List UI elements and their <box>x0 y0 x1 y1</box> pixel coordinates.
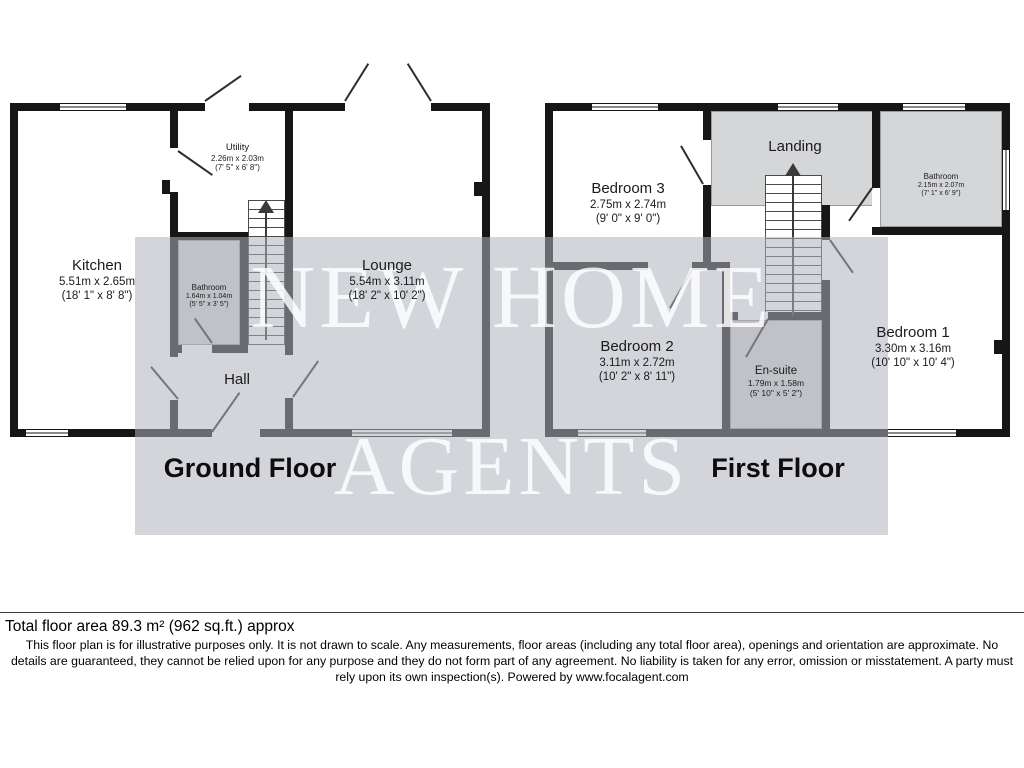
room-label-kitchen: Kitchen 5.51m x 2.65m (18' 1" x 8' 8") <box>27 257 167 303</box>
room-label-first-bathroom: Bathroom 2.15m x 2.07m (7' 1" x 6' 9") <box>889 172 993 199</box>
room-dim-imperial: (7' 1" x 6' 9") <box>921 190 961 198</box>
room-dim-metric: 1.64m x 1.04m <box>185 292 233 300</box>
total-floor-area: Total floor area 89.3 m² (962 sq.ft.) ap… <box>5 618 295 635</box>
room-dim-metric: 5.54m x 3.11m <box>349 276 425 289</box>
room-dim-imperial: (5' 5" x 3' 5") <box>189 301 229 309</box>
room-dim-imperial: (18' 2" x 10' 2") <box>348 290 426 303</box>
door-opening <box>703 140 711 185</box>
french-door-leaf <box>406 63 432 102</box>
room-label-utility: Utility 2.26m x 2.03m (7' 5" x 6' 8") <box>195 142 280 173</box>
room-dim-imperial: (10' 2" x 8' 11") <box>598 371 676 384</box>
wall <box>545 103 1010 111</box>
door-opening <box>170 148 178 192</box>
wall <box>1002 111 1010 429</box>
window <box>592 103 658 111</box>
room-dim-metric: 2.15m x 2.07m <box>917 181 965 189</box>
disclaimer-text: This floor plan is for illustrative purp… <box>10 638 1014 685</box>
room-name: Lounge <box>361 257 413 274</box>
first-bathroom-floor <box>880 111 1002 227</box>
room-dim-metric: 1.79m x 1.58m <box>747 378 805 389</box>
room-name: En-suite <box>754 365 798 377</box>
window <box>778 103 838 111</box>
room-dim-imperial: (5' 10" x 5' 2") <box>749 388 803 399</box>
fixture-tick <box>474 182 482 196</box>
ground-floor-title: Ground Floor <box>163 453 337 483</box>
door-leaf <box>204 74 242 102</box>
window <box>60 103 126 111</box>
room-label-lounge: Lounge 5.54m x 3.11m (18' 2" x 10' 2") <box>317 257 457 303</box>
room-dim-imperial: (9' 0" x 9' 0") <box>595 213 661 226</box>
ground-stairs-up-arrow-icon <box>258 200 274 213</box>
room-name: Landing <box>768 138 822 155</box>
room-name: Bedroom 1 <box>876 324 950 341</box>
room-dim-metric: 3.30m x 3.16m <box>874 343 952 356</box>
door-leaf <box>680 145 704 185</box>
window <box>888 429 956 437</box>
room-dim-imperial: (18' 1" x 8' 8") <box>61 290 133 303</box>
room-label-hall: Hall <box>197 371 277 389</box>
room-name: Bathroom <box>191 283 227 292</box>
room-name: Bedroom 3 <box>591 180 665 197</box>
room-name: Bedroom 2 <box>600 338 674 355</box>
room-name: Kitchen <box>71 257 123 274</box>
fixture-tick <box>994 340 1002 354</box>
room-name: Bathroom <box>923 172 959 181</box>
wall <box>170 232 248 240</box>
wall <box>10 103 490 111</box>
room-dim-metric: 3.11m x 2.72m <box>599 357 675 370</box>
footer-divider <box>0 612 1024 613</box>
wall <box>872 227 1010 235</box>
wall <box>872 111 880 235</box>
first-stairs-up-arrow-icon <box>785 163 801 176</box>
room-label-landing: Landing <box>733 138 857 156</box>
room-label-bedroom3: Bedroom 3 2.75m x 2.74m (9' 0" x 9' 0") <box>558 180 698 226</box>
watermark-line1: NEW HOME <box>250 248 773 347</box>
fixture-tick <box>162 180 170 194</box>
room-dim-imperial: (10' 10" x 10' 4") <box>871 357 955 370</box>
window <box>1002 150 1010 210</box>
room-name: Utility <box>225 142 250 153</box>
window <box>26 429 68 437</box>
room-dim-metric: 2.75m x 2.74m <box>589 199 667 212</box>
french-door-opening <box>345 103 431 111</box>
room-dim-imperial: (7' 5" x 6' 8") <box>215 163 260 173</box>
room-label-bedroom1: Bedroom 1 3.30m x 3.16m (10' 10" x 10' 4… <box>843 324 983 370</box>
room-dim-metric: 5.51m x 2.65m <box>58 276 136 289</box>
french-door-leaf <box>344 63 370 102</box>
room-label-ensuite: En-suite 1.79m x 1.58m (5' 10" x 5' 2") <box>727 364 825 399</box>
room-label-ground-bathroom: Bathroom 1.64m x 1.04m (5' 5" x 3' 5") <box>177 283 241 310</box>
room-label-bedroom2: Bedroom 2 3.11m x 2.72m (10' 2" x 8' 11"… <box>567 338 707 384</box>
door-opening <box>205 103 249 111</box>
room-dim-metric: 2.26m x 2.03m <box>211 153 264 163</box>
first-floor-title: First Floor <box>711 453 845 483</box>
wall <box>703 111 711 270</box>
window <box>903 103 965 111</box>
room-name: Hall <box>224 371 250 388</box>
watermark-box: NEW HOME AGENTS <box>135 237 888 535</box>
wall <box>10 111 18 429</box>
watermark-line2: AGENTS <box>333 420 690 513</box>
door-opening <box>872 188 880 227</box>
